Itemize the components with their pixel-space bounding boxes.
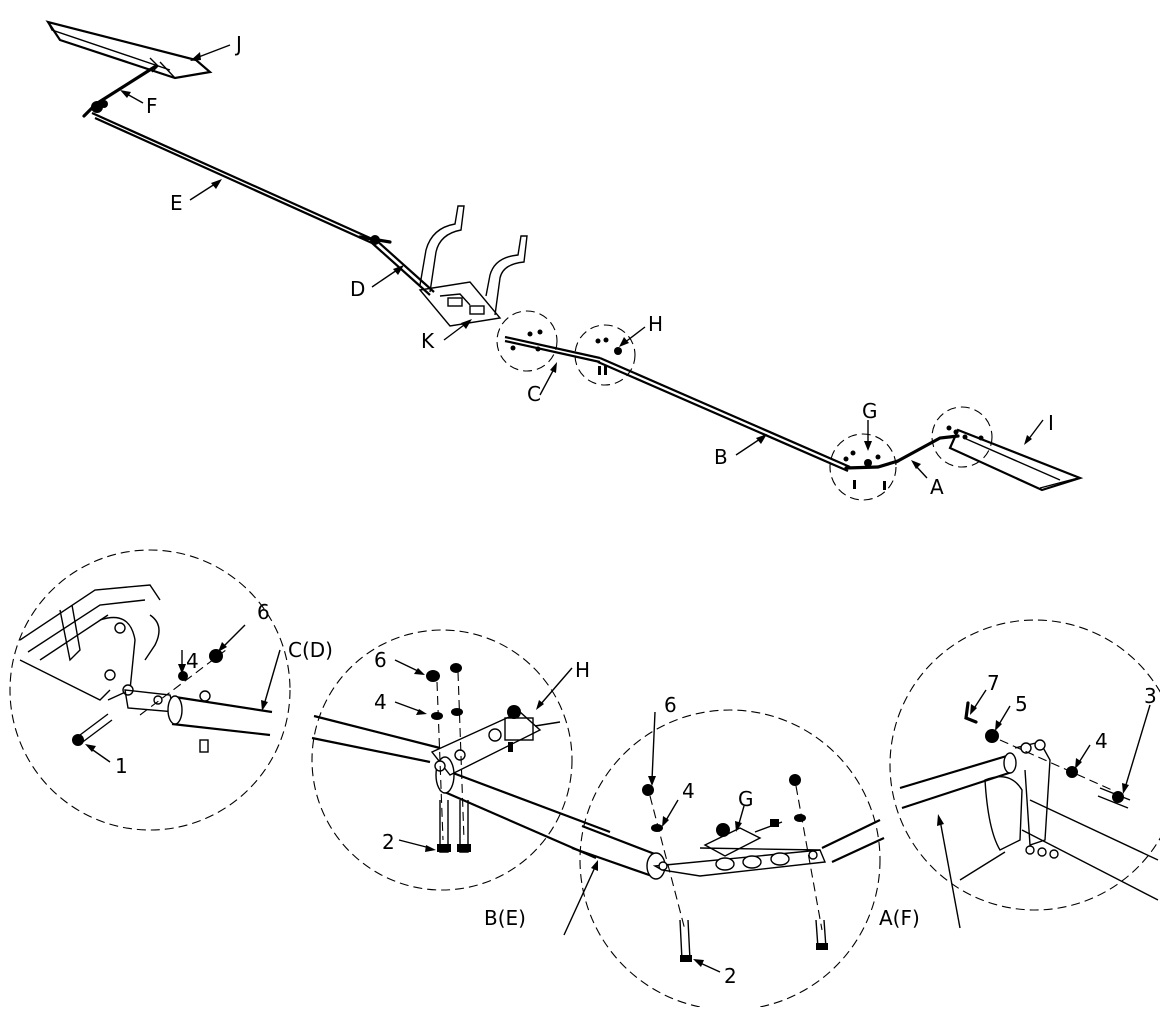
callout-6-c: 6: [664, 693, 677, 717]
detail-circle-4: [931, 406, 993, 468]
callout-6-b: 6: [374, 648, 387, 672]
label-k: K: [421, 329, 435, 353]
detail-4-leaders: [937, 689, 1151, 929]
label-a: A: [930, 475, 944, 499]
callout-7: 7: [987, 671, 1000, 695]
label-j: J: [234, 32, 242, 56]
label-i: I: [1048, 411, 1054, 435]
rod-e: [91, 111, 392, 245]
rod-a: [894, 434, 960, 464]
label-f: F: [146, 94, 158, 118]
callout-6-a: 6: [257, 600, 270, 624]
detail-circle-2: [574, 324, 636, 386]
callout-4-a: 4: [186, 649, 199, 673]
detail-2-leaders: [394, 659, 573, 852]
callout-a-f: A(F): [879, 906, 920, 930]
panel-i: [948, 428, 1084, 492]
detail-view-4: [889, 619, 1160, 911]
detail-view-1: [9, 549, 291, 831]
rod-c: [504, 335, 601, 364]
callout-4-d: 4: [1095, 729, 1108, 753]
detail-view-2: [311, 629, 611, 891]
callout-1: 1: [115, 754, 128, 778]
callout-h: H: [575, 658, 590, 682]
callout-g: G: [738, 787, 754, 811]
label-d: D: [350, 277, 365, 301]
callout-4-c: 4: [682, 779, 695, 803]
label-e: E: [170, 191, 183, 215]
callout-b-e: B(E): [484, 906, 526, 930]
label-h: H: [648, 312, 663, 336]
callout-2-b: 2: [724, 964, 737, 988]
detail-1-leaders: [85, 624, 281, 763]
callout-4-b: 4: [374, 690, 387, 714]
detail-circle-1: [496, 310, 558, 372]
label-g: G: [862, 399, 878, 423]
overview-hardware: [510, 329, 984, 490]
bellcrank-g: [844, 459, 900, 470]
callout-2-a: 2: [382, 830, 395, 854]
detail-3-leaders: [563, 711, 745, 973]
panel-j: [45, 20, 213, 80]
callout-5: 5: [1015, 692, 1028, 716]
callout-3: 3: [1144, 684, 1157, 708]
rod-b: [597, 356, 851, 473]
label-b: B: [714, 445, 728, 469]
control-assembly-k: [418, 205, 528, 327]
callout-c-d: C(D): [288, 638, 333, 662]
detail-circle-3: [829, 433, 897, 501]
link-f: [82, 64, 158, 118]
overview-leaders: [120, 44, 1044, 479]
detail-view-3: [571, 709, 885, 1011]
label-c: C: [527, 382, 541, 406]
rod-d: [371, 239, 435, 296]
